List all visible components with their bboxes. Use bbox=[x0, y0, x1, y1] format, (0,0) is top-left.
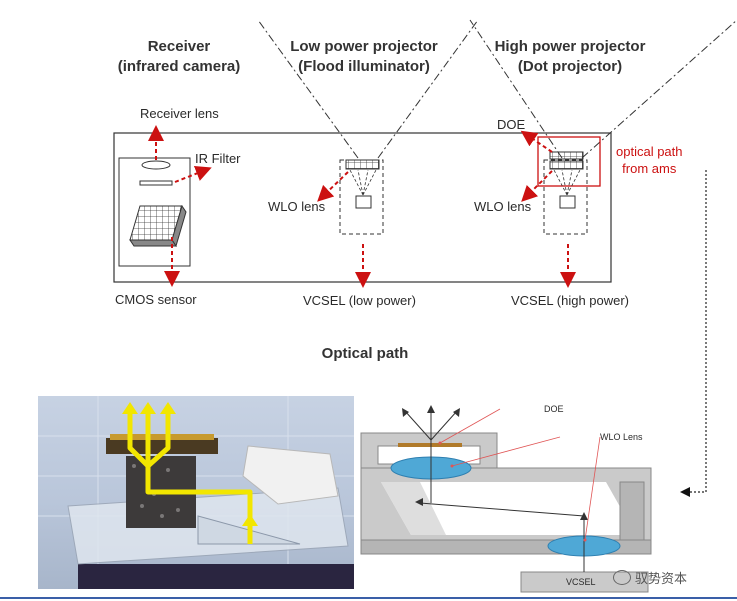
low-projector-heading-line2: (Flood illuminator) bbox=[298, 58, 430, 75]
low-wlo-lens-label: WLO lens bbox=[268, 199, 326, 214]
module-photo bbox=[38, 396, 354, 589]
doe-shape bbox=[549, 151, 584, 160]
vcsel-low-label: VCSEL (low power) bbox=[303, 293, 416, 308]
high-light-rays bbox=[553, 169, 581, 196]
receiver-heading-line2: (infrared camera) bbox=[117, 58, 241, 75]
doe-red-highlight bbox=[537, 136, 601, 187]
ams-connector-dotted bbox=[690, 170, 707, 493]
schematic-doe-label: DOE bbox=[544, 404, 564, 414]
ams-connector-arrowhead bbox=[680, 487, 690, 497]
receiver-lens-shape bbox=[141, 160, 171, 170]
arrow-doe bbox=[520, 130, 553, 153]
wechat-icon bbox=[613, 570, 631, 585]
ir-filter-label: IR Filter bbox=[195, 151, 241, 166]
schematic-drawing bbox=[360, 405, 652, 593]
receiver-lens-label: Receiver lens bbox=[140, 106, 219, 121]
high-projector-heading-line1: High power projector bbox=[494, 38, 646, 55]
optical-path-note: optical path from ams bbox=[616, 143, 683, 177]
schematic-vcsel-label: VCSEL bbox=[566, 577, 596, 587]
high-power-cone bbox=[469, 19, 737, 159]
receiver-box bbox=[118, 157, 191, 267]
optical-path-note-line2: from ams bbox=[622, 161, 677, 176]
low-projector-heading-line1: Low power projector bbox=[290, 38, 438, 55]
high-projector-heading: High power projector (Dot projector) bbox=[478, 37, 662, 77]
vcsel-high-label: VCSEL (high power) bbox=[511, 293, 630, 308]
watermark: 驭势资本 bbox=[613, 568, 687, 587]
optical-path-note-line1: optical path bbox=[616, 144, 683, 159]
arrow-ir-filter bbox=[174, 165, 212, 183]
ir-filter-shape bbox=[139, 180, 173, 186]
cmos-sensor-label: CMOS sensor bbox=[115, 292, 197, 307]
low-projector-heading: Low power projector (Flood illuminator) bbox=[278, 37, 450, 77]
receiver-heading: Receiver (infrared camera) bbox=[104, 37, 254, 77]
high-projector-heading-line2: (Dot projector) bbox=[517, 58, 623, 75]
module-photo-svg bbox=[38, 396, 354, 589]
receiver-heading-line1: Receiver bbox=[147, 38, 211, 55]
low-vcsel-shape bbox=[355, 195, 372, 209]
low-power-cone bbox=[257, 19, 479, 159]
doe-label: DOE bbox=[497, 117, 526, 132]
high-wlo-lens-label: WLO lens bbox=[474, 199, 532, 214]
low-wlo-lens-shape bbox=[345, 159, 380, 170]
schematic-wlo-lens-label: WLO Lens bbox=[600, 432, 643, 442]
high-vcsel-shape bbox=[559, 195, 576, 209]
high-projector-dashed-box bbox=[543, 159, 588, 235]
yellow-light-path bbox=[127, 412, 253, 544]
watermark-text: 驭势资本 bbox=[635, 571, 688, 586]
low-light-rays bbox=[349, 169, 377, 196]
optical-path-title: Optical path bbox=[321, 345, 409, 362]
bottom-rule bbox=[0, 597, 737, 599]
high-wlo-lens-shape bbox=[549, 160, 584, 170]
